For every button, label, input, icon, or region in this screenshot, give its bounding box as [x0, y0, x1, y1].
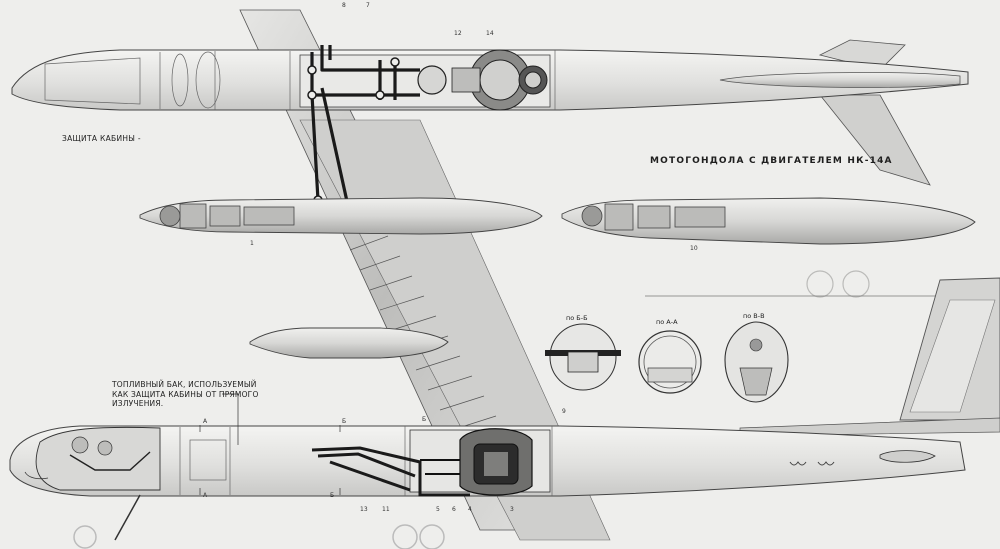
tail-pod-top: [719, 72, 961, 88]
reactor-side-view: [409, 428, 551, 496]
fuel-tank-line-1: топливный бак, используемый: [112, 380, 257, 389]
section-label-b-b: по Б-Б: [566, 314, 588, 322]
callout-12: 12: [454, 30, 462, 37]
section-label-a-a: по А-А: [656, 318, 678, 326]
section-label-v-v: по В-В: [743, 312, 765, 320]
landing-wheels-ghost: [806, 270, 870, 298]
callout-11: 11: [382, 506, 390, 513]
cabin-protection-label: защита кабины -: [62, 134, 141, 143]
fuselage-top-frames: [44, 50, 556, 110]
callout-14: 14: [486, 30, 494, 37]
section-a-a: [638, 330, 702, 394]
tail-stabilizer-bottom: [819, 94, 931, 186]
callout-b-top: Б: [342, 418, 347, 425]
fuel-tank-label: топливный бак, используемый как защита к…: [112, 380, 272, 409]
callout-4: 4: [468, 506, 472, 513]
landing-gear: [73, 494, 445, 549]
tail-pod-side: [879, 450, 936, 463]
section-b-b: [545, 323, 621, 391]
coolant-pipes-side: [311, 446, 470, 497]
callout-a-top: А: [203, 418, 208, 425]
exhaust-grilles: [789, 461, 835, 466]
callout-10: 10: [690, 245, 698, 252]
callout-b-mid: Б: [422, 416, 427, 423]
wing-ribs: [349, 235, 497, 431]
fuel-tank-line-3: излучения.: [112, 399, 164, 408]
engine-pod-lower: [249, 327, 449, 359]
callout-5: 5: [436, 506, 440, 513]
callout-6: 6: [452, 506, 456, 513]
nacelle-title: мотогондола с двигателем нк-14а: [650, 156, 893, 166]
callout-a-bottom: А: [203, 492, 208, 499]
crew-cabin: [24, 426, 161, 491]
callout-b-bottom: Б: [330, 492, 335, 499]
callout-1: 1: [250, 240, 254, 247]
callout-8: 8: [342, 2, 346, 9]
fuselage-side-frames: [179, 426, 553, 496]
callout-3: 3: [510, 506, 514, 513]
reactor-top-view: [299, 49, 551, 111]
tail-stripe: [909, 299, 996, 413]
callout-13: 13: [360, 506, 368, 513]
engine-core-left: [159, 203, 295, 229]
engine-core-right: [581, 203, 726, 231]
engine-nacelle-left: [139, 197, 543, 235]
callout-7: 7: [366, 2, 370, 9]
section-v-v: [724, 321, 789, 403]
leader-lines: [199, 393, 341, 495]
fuel-tank-line-2: как защита кабины от прямого: [112, 389, 259, 399]
callout-9: 9: [562, 408, 566, 415]
